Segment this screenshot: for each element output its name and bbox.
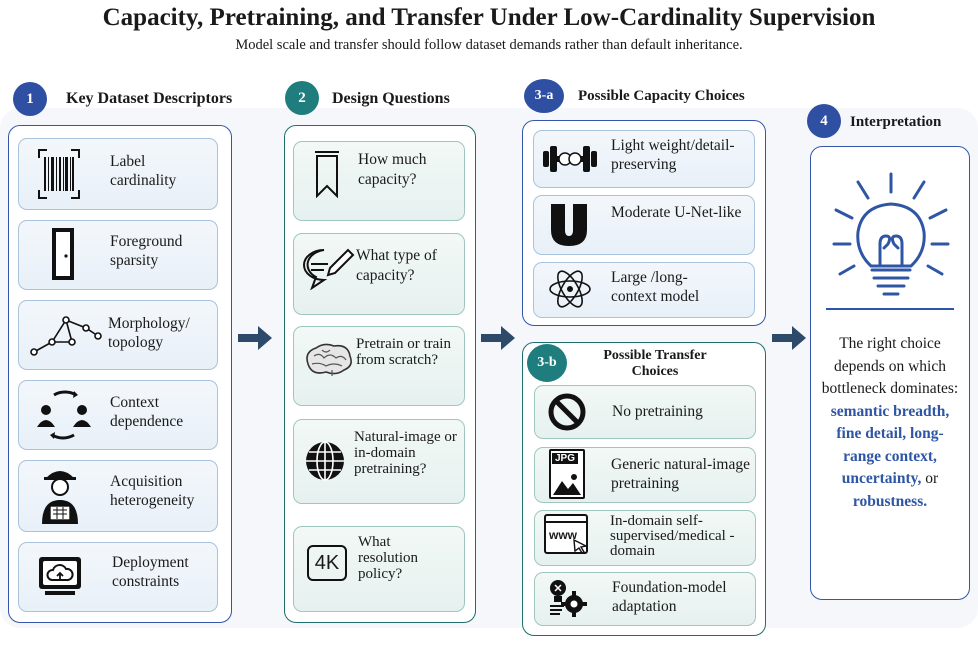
transfer-label: Foundation-model adaptation xyxy=(612,579,727,615)
graph-nodes-icon xyxy=(30,316,102,356)
gear-bulb-icon xyxy=(550,580,587,617)
bottleneck-fine-detail: fine detail, xyxy=(836,425,907,442)
question-label: Pretrain or train from scratch? xyxy=(356,336,451,368)
www-label: www xyxy=(549,528,578,542)
section-4-title: Interpretation xyxy=(850,114,942,130)
divider xyxy=(826,308,954,310)
section-3a-badge: 3-a xyxy=(524,79,564,113)
4k-icon: 4K xyxy=(307,545,347,581)
section-4-panel xyxy=(810,146,970,600)
door-icon xyxy=(52,228,74,280)
descriptor-label: Acquisition heterogeneity xyxy=(110,473,195,509)
section-1-badge: 1 xyxy=(13,82,47,116)
page-title: Capacity, Pretraining, and Transfer Unde… xyxy=(102,4,876,31)
capacity-label: Moderate U-Net-like xyxy=(611,204,742,221)
people-cycle-icon xyxy=(37,390,91,440)
question-label: Natural-image or in-domain pretraining? xyxy=(354,429,457,477)
chat-pen-icon xyxy=(303,248,355,290)
or-word: or xyxy=(925,470,939,487)
lightbulb-icon xyxy=(832,172,950,296)
jpg-file-icon: JPG xyxy=(549,449,585,499)
question-label: What resolution policy? xyxy=(358,534,418,582)
worker-icon xyxy=(42,471,78,524)
section-1-title: Key Dataset Descriptors xyxy=(66,90,233,107)
descriptor-label: Label cardinality xyxy=(110,153,177,189)
section-3a-title: Possible Capacity Choices xyxy=(578,88,745,104)
atom-icon xyxy=(549,270,591,308)
section-2-title: Design Questions xyxy=(332,90,450,107)
capacity-label: Light weight/detail-preserving xyxy=(611,137,735,173)
capacity-label: Large /long-context model xyxy=(611,269,700,305)
page-subtitle: Model scale and transfer should follow d… xyxy=(235,37,743,53)
no-icon xyxy=(548,393,586,431)
bottleneck-uncertainty: uncertainty, xyxy=(841,470,922,487)
question-card xyxy=(293,141,465,221)
flow-arrow xyxy=(481,326,515,350)
descriptor-card xyxy=(18,300,218,370)
question-card xyxy=(293,233,465,315)
transfer-label: No pretraining xyxy=(612,403,703,420)
bottleneck-robustness: robustness. xyxy=(852,492,928,510)
flow-arrow xyxy=(772,326,806,350)
bottleneck-semantic-breadth: semantic breadth, xyxy=(830,402,950,420)
section-3b-title: Possible Transfer Choices xyxy=(603,348,707,379)
question-card xyxy=(293,526,465,612)
interpretation-body: The right choice depends on which bottle… xyxy=(821,335,959,397)
transfer-label: In-domain self-supervised/medical -domai… xyxy=(610,513,735,559)
descriptor-card xyxy=(18,380,218,450)
globe-icon xyxy=(306,441,344,481)
jpg-label: JPG xyxy=(552,453,579,464)
section-2-badge: 2 xyxy=(285,81,319,115)
cloud-monitor-icon xyxy=(39,557,81,595)
dumbbell-icon xyxy=(543,146,597,172)
descriptor-card xyxy=(18,220,218,290)
transfer-label: Generic natural-image pretraining xyxy=(611,456,750,492)
question-label: How much capacity? xyxy=(358,151,427,188)
flow-arrow xyxy=(238,326,272,350)
u-net-icon xyxy=(551,204,587,246)
section-3b-badge: 3-b xyxy=(527,344,567,382)
bookmark-icon xyxy=(315,151,339,198)
question-label: What type of capacity? xyxy=(356,247,437,284)
section-4-badge: 4 xyxy=(807,104,841,138)
barcode-icon xyxy=(38,149,80,199)
descriptor-label: Context dependence xyxy=(110,394,184,430)
descriptor-label: Morphology/ topology xyxy=(108,315,190,351)
interpretation-text: The right choice depends on which bottle… xyxy=(818,333,962,513)
descriptor-label: Foreground sparsity xyxy=(110,233,183,269)
brain-icon xyxy=(306,343,352,376)
bottleneck-long-range-context: long-range context, xyxy=(843,425,944,465)
descriptor-label: Deployment constraints xyxy=(112,554,189,590)
www-icon: www xyxy=(544,514,588,554)
